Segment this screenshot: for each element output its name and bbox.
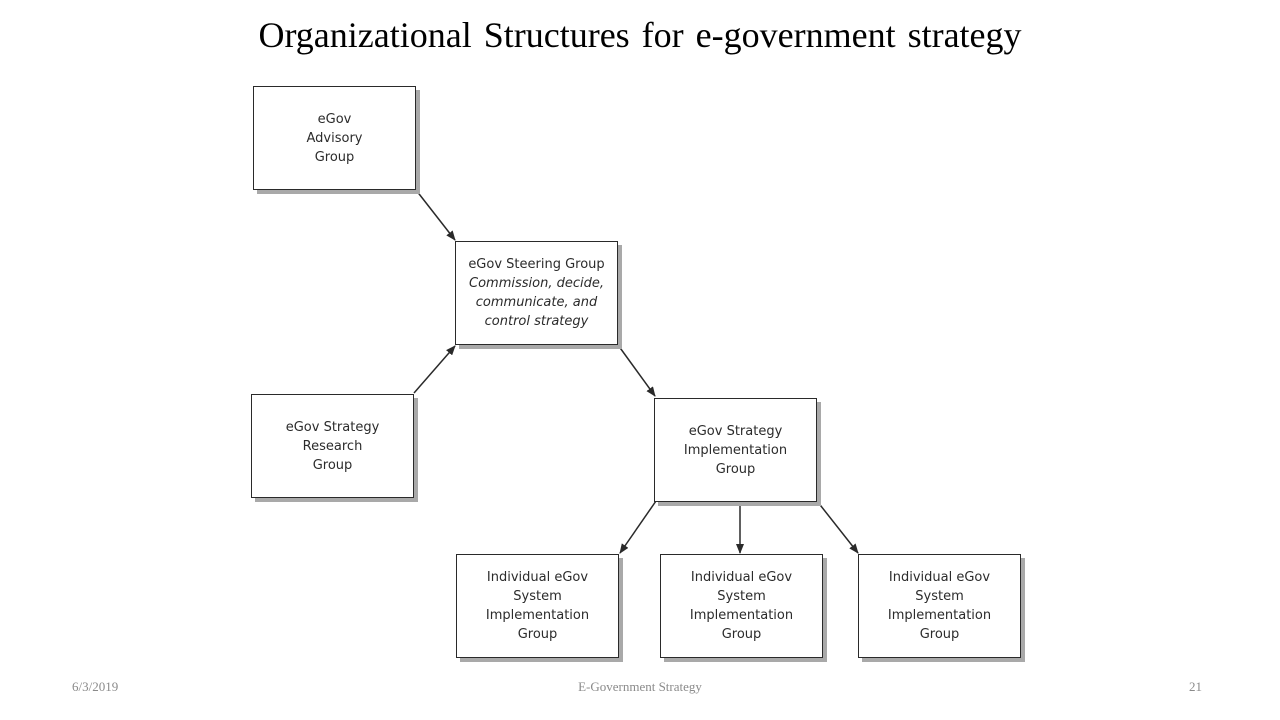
- box-text-line: eGov: [317, 111, 352, 127]
- steering-group-description-line: communicate, and: [475, 295, 598, 310]
- box-text-line: Individual eGov: [690, 570, 793, 585]
- arrow-implementation-to-individual-3: [816, 500, 859, 554]
- box-text-line: Group: [314, 149, 355, 165]
- arrow-research-to-steering: [413, 345, 456, 394]
- footer-presentation-title: E-Government Strategy: [578, 679, 702, 694]
- box-text-line: Implementation: [683, 442, 788, 458]
- arrow-steering-to-implementation: [617, 344, 656, 397]
- egov-strategy-research-group-box: eGov Strategy Research Group: [251, 394, 414, 498]
- box-text-line: Implementation: [485, 608, 590, 623]
- box-text-line: Group: [715, 461, 756, 477]
- box-text-line: Implementation: [689, 608, 794, 623]
- box-text-line: eGov Strategy: [688, 423, 783, 439]
- arrow-advisory-to-steering: [415, 189, 456, 241]
- egov-steering-group-box: eGov Steering Group Commission, decide, …: [455, 241, 618, 345]
- individual-system-implementation-group-box-1: Individual eGov System Implementation Gr…: [456, 554, 619, 658]
- steering-group-description-line: Commission, decide,: [469, 276, 604, 291]
- egov-strategy-implementation-group-box: eGov Strategy Implementation Group: [654, 398, 817, 502]
- box-text-line: Implementation: [887, 608, 992, 623]
- slide-title: Organizational Structures for e-governme…: [258, 15, 1022, 55]
- box-text-line: System: [915, 589, 964, 604]
- box-text-line: Advisory: [306, 130, 363, 146]
- box-text-line: System: [513, 589, 562, 604]
- box-text-line: Group: [919, 627, 960, 642]
- arrow-implementation-to-individual-1: [619, 500, 657, 554]
- footer-date: 6/3/2019: [72, 679, 119, 694]
- footer-page-number: 21: [1189, 679, 1202, 694]
- box-text-line: Group: [517, 627, 558, 642]
- individual-system-implementation-group-box-3: Individual eGov System Implementation Gr…: [858, 554, 1021, 658]
- individual-system-implementation-group-box-2: Individual eGov System Implementation Gr…: [660, 554, 823, 658]
- box-text-line: eGov Strategy: [285, 419, 380, 435]
- box-text-line: Individual eGov: [486, 570, 589, 585]
- box-text-line: System: [717, 589, 766, 604]
- box-text-line: Group: [312, 457, 353, 473]
- steering-group-name: eGov Steering Group: [468, 257, 605, 272]
- egov-advisory-group-box: eGov Advisory Group: [253, 86, 416, 190]
- box-text-line: Group: [721, 627, 762, 642]
- box-text-line: Individual eGov: [888, 570, 991, 585]
- steering-group-description-line: control strategy: [484, 314, 589, 329]
- box-text-line: Research: [302, 438, 363, 454]
